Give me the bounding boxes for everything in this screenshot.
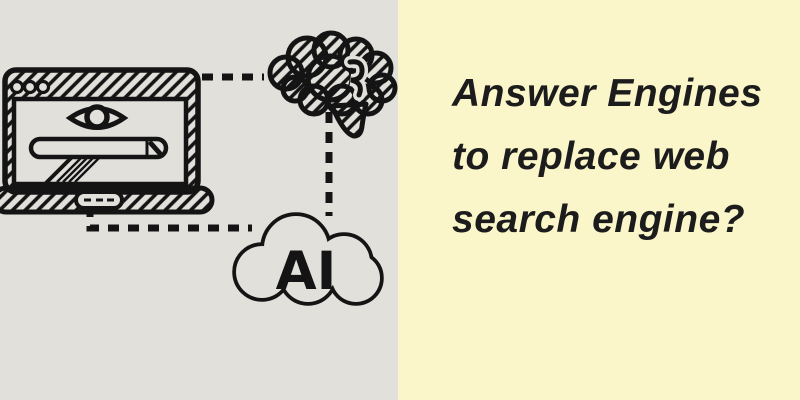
brain-icon xyxy=(267,30,398,139)
illustration-svg: AI xyxy=(0,30,398,306)
headline-line-2: to replace web xyxy=(452,135,730,178)
ai-cloud-icon: AI xyxy=(232,212,384,306)
window-control-dots xyxy=(9,79,51,95)
laptop-browser-search-icon xyxy=(0,67,215,215)
pencil-icon xyxy=(148,141,162,156)
brain-fold-line xyxy=(347,59,365,98)
cloud-fill xyxy=(236,216,380,302)
brain-lobes xyxy=(267,30,398,117)
headline-line-3: search engine? xyxy=(452,198,746,241)
screen-reflection xyxy=(44,155,101,185)
ai-cloud-label: AI xyxy=(276,241,337,302)
headline-line-1: Answer Engines xyxy=(452,72,763,115)
search-bar xyxy=(28,136,169,160)
eye-icon xyxy=(65,104,129,130)
illustration-panel: AI xyxy=(0,0,398,400)
headline-panel: Answer Engines to replace web search eng… xyxy=(398,0,800,400)
headline: Answer Engines to replace web search eng… xyxy=(452,62,800,251)
